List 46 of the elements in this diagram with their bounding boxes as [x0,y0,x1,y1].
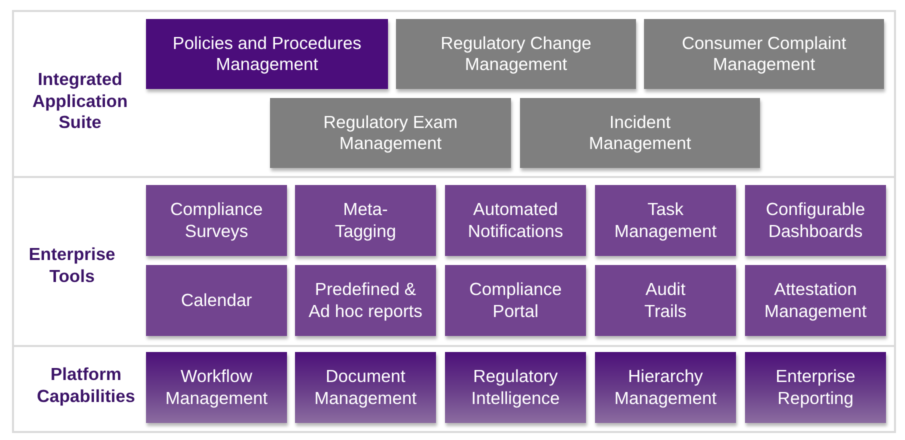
tile-label: Regulatory Intelligence [470,366,561,409]
module-tile [520,98,760,168]
module-tile [146,352,287,423]
tile-label: Automated Notifications [466,199,564,242]
module-tile [295,265,436,336]
module-tile [146,185,287,256]
tile-label: Configurable Dashboards [764,199,866,242]
tile-label: Calendar [180,290,252,312]
band-panel [12,178,896,347]
tile-label: Predefined & Ad hoc reports [308,279,424,322]
module-tile [270,98,511,168]
tile-label: Task Management [613,199,718,242]
tile-label: Hierarchy Management [613,366,718,409]
tile-label: Regulatory Change Management [440,32,592,76]
module-tile [595,352,736,423]
tile-label: Attestation Management [763,279,868,322]
tile-label: Policies and Procedures Management [172,32,362,76]
section-heading: Platform Capabilities [36,364,136,407]
tile-label: Meta- Tagging [334,199,398,242]
module-tile [745,185,886,256]
module-tile [295,185,436,256]
tile-label: Incident Management [588,112,692,154]
tile-label: Audit Trails [643,279,688,322]
band-panel [12,347,896,433]
module-tile [745,352,886,423]
module-tile [595,265,736,336]
module-tile [146,265,287,336]
tile-label: Workflow Management [164,366,269,409]
module-tile [396,19,636,89]
module-tile [295,352,436,423]
tile-label: Document Management [313,366,418,409]
module-tile [445,265,586,336]
module-tile [445,185,586,256]
module-tile [745,265,886,336]
module-tile [644,19,884,89]
tile-label: Consumer Complaint Management [680,32,848,76]
tile-label: Regulatory Exam Management [322,112,459,154]
tile-label: Compliance Portal [468,279,563,322]
module-tile [595,185,736,256]
section-heading: Enterprise Tools [28,244,116,287]
section-heading: Integrated Application Suite [31,69,129,134]
module-tile [146,19,388,89]
tile-label: Enterprise Reporting [774,366,856,409]
module-tile [445,352,586,423]
band-panel [12,10,896,178]
tile-label: Compliance Surveys [169,199,264,242]
